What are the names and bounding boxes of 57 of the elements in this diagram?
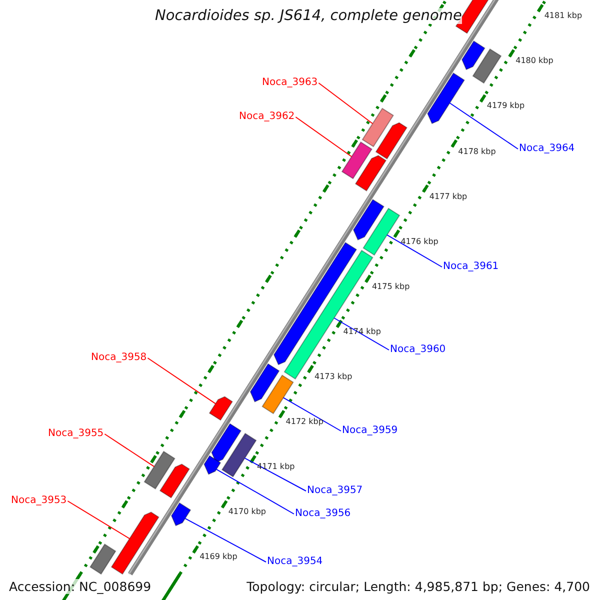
- gene-block: [375, 122, 408, 160]
- gene-block: [427, 72, 465, 124]
- scale-label: 4169 kbp: [200, 552, 238, 562]
- scale-label: 4173 kbp: [314, 372, 352, 382]
- gene-bar: [90, 544, 116, 575]
- diagram-title: Nocardioides sp. JS614, complete genome: [155, 8, 462, 24]
- scale-label: 4172 kbp: [286, 417, 324, 428]
- genome-summary: Topology: circular; Length: 4,985,871 bp; Genes: 4,700: [246, 579, 590, 594]
- gene-block: [110, 512, 160, 575]
- leader-line: [184, 518, 266, 562]
- leader-line: [386, 234, 442, 268]
- gene-block: [250, 363, 280, 402]
- gene-bar: [362, 108, 394, 148]
- leader-line: [334, 318, 390, 350]
- leader-line: [282, 397, 342, 432]
- scale-label: 4180 kbp: [516, 56, 554, 66]
- gene-label: Noca_3957: [307, 485, 363, 497]
- gene-label: Noca_3955: [48, 428, 104, 440]
- leader-line: [318, 82, 374, 124]
- gene-block: [354, 155, 387, 192]
- gene-label: Noca_3959: [342, 425, 398, 437]
- gene-bar: [221, 432, 257, 478]
- gene-block: [352, 198, 384, 240]
- gene-block: [159, 464, 190, 498]
- scale-label: 4177 kbp: [429, 192, 468, 202]
- gene-label: Noca_3964: [519, 143, 575, 155]
- scale-label: 4179 kbp: [486, 101, 525, 112]
- leader-line: [295, 116, 352, 158]
- accession-label: Accession: NC_008699: [9, 579, 152, 594]
- gene-label: Noca_3960: [390, 344, 446, 356]
- gene-bar: [262, 374, 294, 414]
- scale-label: 4176 kbp: [400, 236, 438, 247]
- gene-bar: [362, 208, 400, 256]
- leader-line: [67, 500, 130, 540]
- leader-line: [147, 358, 216, 404]
- scale-label: 4181 kbp: [544, 11, 582, 22]
- gene-label: Noca_3954: [267, 556, 323, 568]
- gene-bar: [472, 48, 502, 84]
- gene-label: Noca_3953: [11, 495, 67, 507]
- gene-block: [208, 396, 233, 421]
- gene-label: Noca_3963: [262, 77, 318, 89]
- gene-bar: [144, 450, 176, 490]
- leader-line: [244, 458, 306, 492]
- gene-block: [461, 40, 486, 70]
- leader-line: [104, 434, 155, 468]
- gene-block: [170, 502, 192, 526]
- gene-label: Noca_3956: [295, 508, 351, 520]
- gene-label: Noca_3961: [443, 261, 499, 273]
- gene-block: [211, 423, 242, 464]
- leader-line: [216, 468, 294, 514]
- gene-bar: [341, 141, 372, 180]
- gene-label: Noca_3962: [239, 111, 295, 123]
- scale-label: 4178 kbp: [458, 146, 496, 157]
- leader-line: [449, 102, 518, 150]
- scale-label: 4175 kbp: [372, 282, 410, 292]
- gene-label: Noca_3958: [91, 352, 147, 364]
- scale-label: 4170 kbp: [228, 507, 266, 518]
